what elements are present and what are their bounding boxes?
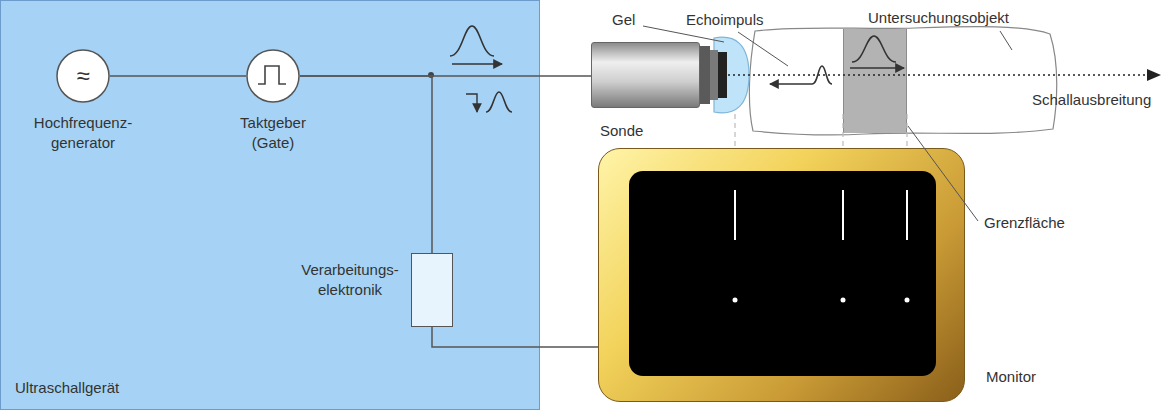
gate-symbol — [258, 66, 286, 84]
monitor-label: Monitor — [986, 367, 1036, 387]
guide-line — [842, 114, 843, 146]
device-label: Ultraschallgerät — [15, 378, 119, 398]
leader-line — [908, 126, 978, 221]
generator-circle: ≈Hochfrequenz- generator — [56, 49, 110, 103]
interface-band: Grenzfläche — [843, 29, 907, 133]
guide-line — [734, 114, 735, 146]
device-panel: Ultraschallgerät≈Hochfrequenz- generator… — [0, 0, 540, 410]
echo-spike — [906, 190, 908, 240]
direction-arrow — [452, 63, 502, 64]
signal-wire — [110, 75, 246, 77]
probe-label: Sonde — [600, 121, 643, 141]
leader-line — [1000, 31, 1012, 50]
propagation-label: Schallausbreitung — [1032, 90, 1151, 110]
gel-blob — [714, 37, 749, 113]
direction-arrow — [770, 83, 812, 84]
signal-wire — [432, 327, 598, 347]
probe-collar — [700, 46, 710, 104]
pulse-symbol — [852, 36, 896, 62]
leader-line — [738, 32, 788, 66]
processing-box: Verarbeitungs- elektronik — [411, 253, 453, 327]
signal-wire — [300, 75, 591, 77]
gate-circle: Taktgeber (Gate) — [246, 49, 300, 103]
object-outline — [749, 27, 1056, 135]
interface-label: Grenzfläche — [984, 213, 1065, 233]
direction-arrow — [850, 67, 904, 68]
probe-collar — [710, 50, 718, 100]
gate-label: Taktgeber (Gate) — [223, 113, 323, 152]
monitor-frame: Monitor — [598, 148, 965, 402]
leader-line — [643, 26, 724, 42]
axis-arrowhead — [1147, 69, 1161, 81]
test-object: UntersuchungsobjektGrenzfläche — [745, 25, 1060, 137]
gel-label: Gel — [612, 10, 635, 30]
pulse-symbol — [812, 66, 832, 84]
probe-body: Sonde — [591, 42, 700, 108]
echo-spike — [842, 190, 844, 240]
propagation-axis — [728, 74, 1150, 75]
echo-label: Echoimpuls — [686, 10, 764, 30]
transducer-face — [718, 52, 727, 98]
generator-symbol: ≈ — [76, 64, 89, 88]
junction-dot — [428, 72, 434, 78]
echo-spike — [734, 190, 736, 240]
circle-outline — [247, 50, 299, 102]
echo-dot — [733, 298, 738, 303]
pulse-symbol — [450, 26, 494, 56]
processing-label: Verarbeitungs- elektronik — [294, 260, 406, 299]
echo-dot — [841, 298, 846, 303]
signal-wire — [300, 76, 432, 253]
object-label: Untersuchungsobjekt — [868, 8, 1009, 28]
monitor-screen — [629, 171, 936, 376]
guide-line — [906, 114, 907, 146]
echo-dot — [905, 298, 910, 303]
pulse-symbol — [486, 92, 512, 112]
direction-arrow — [466, 94, 477, 112]
generator-label: Hochfrequenz- generator — [28, 113, 138, 152]
circle-outline — [57, 50, 109, 102]
